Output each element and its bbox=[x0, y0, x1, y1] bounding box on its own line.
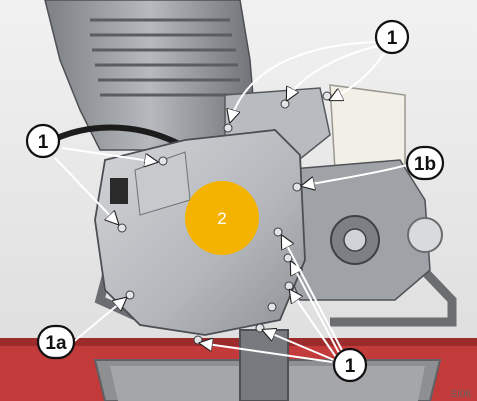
callout-bottom: 1 bbox=[332, 347, 368, 383]
reservoir bbox=[329, 84, 406, 171]
callout-arrows bbox=[54, 41, 408, 363]
callout-label: 1a bbox=[45, 333, 67, 354]
image-code: SI06 bbox=[450, 389, 471, 400]
callout-label: 1 bbox=[345, 356, 356, 377]
callout-left: 1 bbox=[25, 123, 61, 159]
marker-2: 2 bbox=[185, 181, 259, 255]
sensor bbox=[110, 178, 128, 204]
callout-label: 1b bbox=[414, 154, 436, 175]
callout-label: 1 bbox=[38, 132, 49, 153]
callout-top-right: 1 bbox=[374, 19, 410, 55]
callout-1b: 1b bbox=[405, 145, 445, 181]
shift-knob bbox=[407, 217, 443, 253]
callout-label: 1 bbox=[387, 28, 398, 49]
marker-label: 2 bbox=[217, 209, 226, 228]
callout-1a: 1a bbox=[36, 324, 76, 360]
stand-post bbox=[239, 329, 289, 401]
